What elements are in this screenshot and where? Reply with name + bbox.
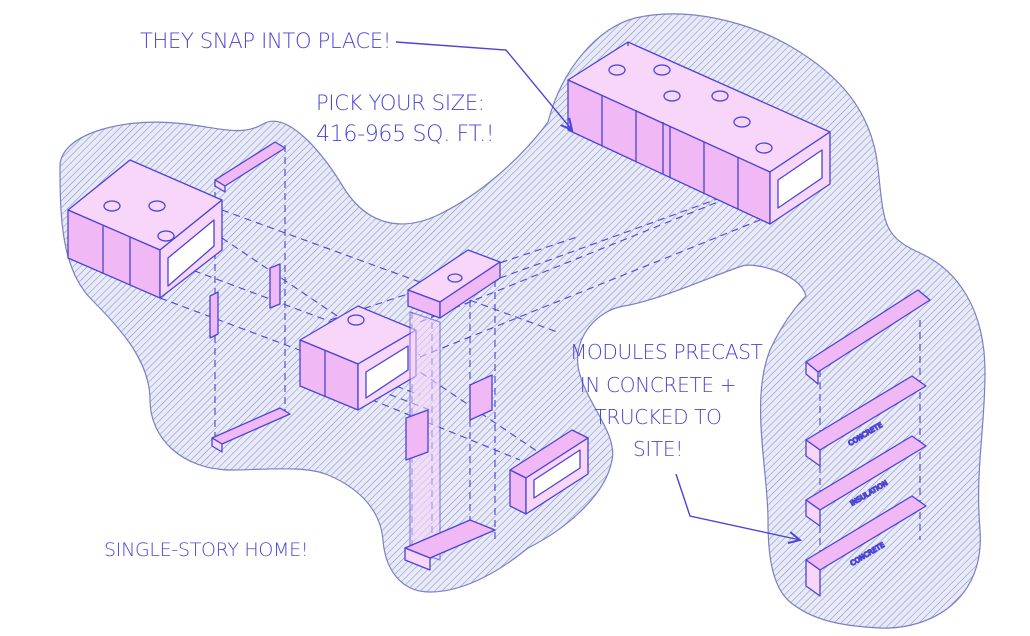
- size-callout-line2: 416-965 SQ. FT.!: [316, 122, 495, 147]
- snap-arrow: [395, 41, 572, 130]
- left-module: [67, 159, 223, 299]
- modules-callout-line1: MODULES PRECAST: [570, 340, 763, 364]
- single-story-callout: SINGLE-STORY HOME!: [104, 539, 309, 561]
- modules-arrow: [675, 473, 800, 540]
- modules-callout-line2: IN CONCRETE +: [579, 373, 737, 397]
- center-frame: [404, 249, 501, 571]
- snap-callout: THEY SNAP INTO PLACE!: [140, 29, 391, 53]
- left-frame: [209, 141, 291, 453]
- small-end-frame: [509, 429, 589, 515]
- modules-callout-line3: TRUCKED TO: [594, 405, 722, 429]
- modules-callout-line4: SITE!: [633, 437, 683, 461]
- arrows: [395, 41, 800, 540]
- top-modules: [567, 41, 831, 225]
- size-callout-line1: PICK YOUR SIZE:: [316, 91, 485, 115]
